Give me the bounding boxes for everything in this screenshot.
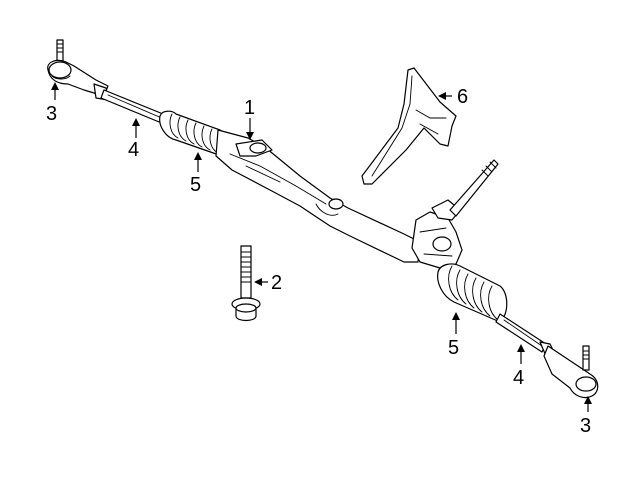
callout-4-left: 4	[128, 139, 139, 161]
callout-1: 1	[244, 97, 255, 119]
callout-6: 6	[457, 86, 468, 108]
callout-5-left: 5	[190, 174, 201, 196]
callout-2: 2	[271, 272, 282, 294]
inner-tie-rod-right	[495, 313, 547, 353]
heat-shield	[361, 67, 457, 185]
boot-right	[437, 263, 508, 323]
mounting-bolt	[231, 245, 261, 322]
pinion-valve-housing	[411, 159, 499, 269]
leader-lines	[51, 82, 592, 412]
outer-tie-rod-right	[539, 341, 599, 399]
outer-tie-rod-left	[47, 39, 109, 101]
callout-5-right: 5	[448, 337, 459, 359]
callout-4-right: 4	[513, 367, 524, 389]
callout-labels: 1 2 3 4 5 6 5 4 3	[46, 86, 591, 437]
callout-3-right: 3	[580, 415, 591, 437]
callout-3-left: 3	[46, 103, 57, 125]
steering-gear-housing	[215, 129, 421, 263]
inner-tie-rod-left	[100, 89, 169, 125]
